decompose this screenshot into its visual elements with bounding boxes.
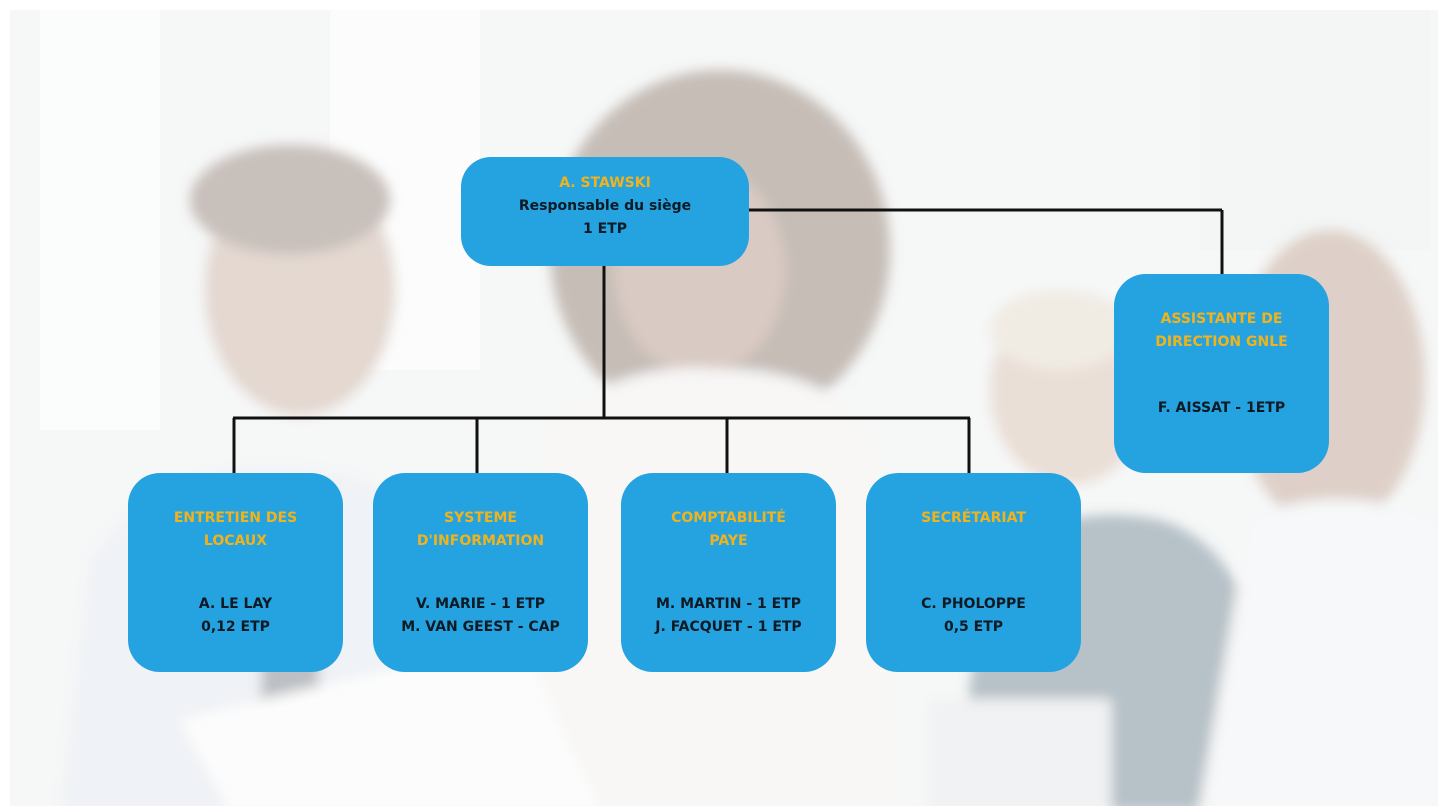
department-box-entretien: ENTRETIEN DES LOCAUX A. LE LAY 0,12 ETP bbox=[128, 473, 343, 672]
department-title-line1: SYSTEME bbox=[444, 510, 517, 526]
bottom-border bbox=[0, 806, 1438, 811]
head-etp: 1 ETP bbox=[583, 221, 627, 237]
department-title-line1: ENTRETIEN DES bbox=[173, 510, 298, 526]
department-box-systeme: SYSTEME D'INFORMATION V. MARIE - 1 ETP M… bbox=[373, 473, 588, 672]
department-title-line1: COMPTABILITÉ bbox=[671, 510, 786, 526]
department-staff-line2: M. VAN GEEST - CAP bbox=[401, 619, 560, 635]
assistant-box: ASSISTANTE DE DIRECTION GNLE F. AISSAT -… bbox=[1114, 274, 1329, 473]
department-title-line2: LOCAUX bbox=[203, 533, 268, 549]
department-title-line1: SECRÉTARIAT bbox=[921, 510, 1026, 526]
head-box: A. STAWSKI Responsable du siège 1 ETP bbox=[461, 157, 749, 266]
assistant-title-line2: DIRECTION GNLE bbox=[1155, 334, 1288, 350]
department-title-line2: D'INFORMATION bbox=[416, 533, 545, 549]
department-staff-line1: C. PHOLOPPE bbox=[921, 596, 1026, 612]
department-box-comptabilite: COMPTABILITÉ PAYE M. MARTIN - 1 ETP J. F… bbox=[621, 473, 836, 672]
assistant-name: F. AISSAT - 1ETP bbox=[1157, 400, 1286, 416]
head-role: Responsable du siège bbox=[518, 198, 692, 214]
department-box-secretariat: SECRÉTARIAT C. PHOLOPPE 0,5 ETP bbox=[866, 473, 1081, 672]
top-border bbox=[0, 0, 1438, 10]
head-name: A. STAWSKI bbox=[559, 175, 651, 191]
department-staff-line1: V. MARIE - 1 ETP bbox=[415, 596, 546, 612]
department-staff-line1: M. MARTIN - 1 ETP bbox=[655, 596, 802, 612]
department-staff-line2: J. FACQUET - 1 ETP bbox=[655, 619, 802, 635]
assistant-title-line1: ASSISTANTE DE bbox=[1160, 311, 1283, 327]
department-title-line2: PAYE bbox=[709, 533, 748, 549]
department-staff-line2: 0,5 ETP bbox=[943, 619, 1004, 635]
left-border bbox=[0, 0, 10, 811]
department-staff-line2: 0,12 ETP bbox=[201, 619, 270, 635]
department-staff-line1: A. LE LAY bbox=[198, 596, 273, 612]
